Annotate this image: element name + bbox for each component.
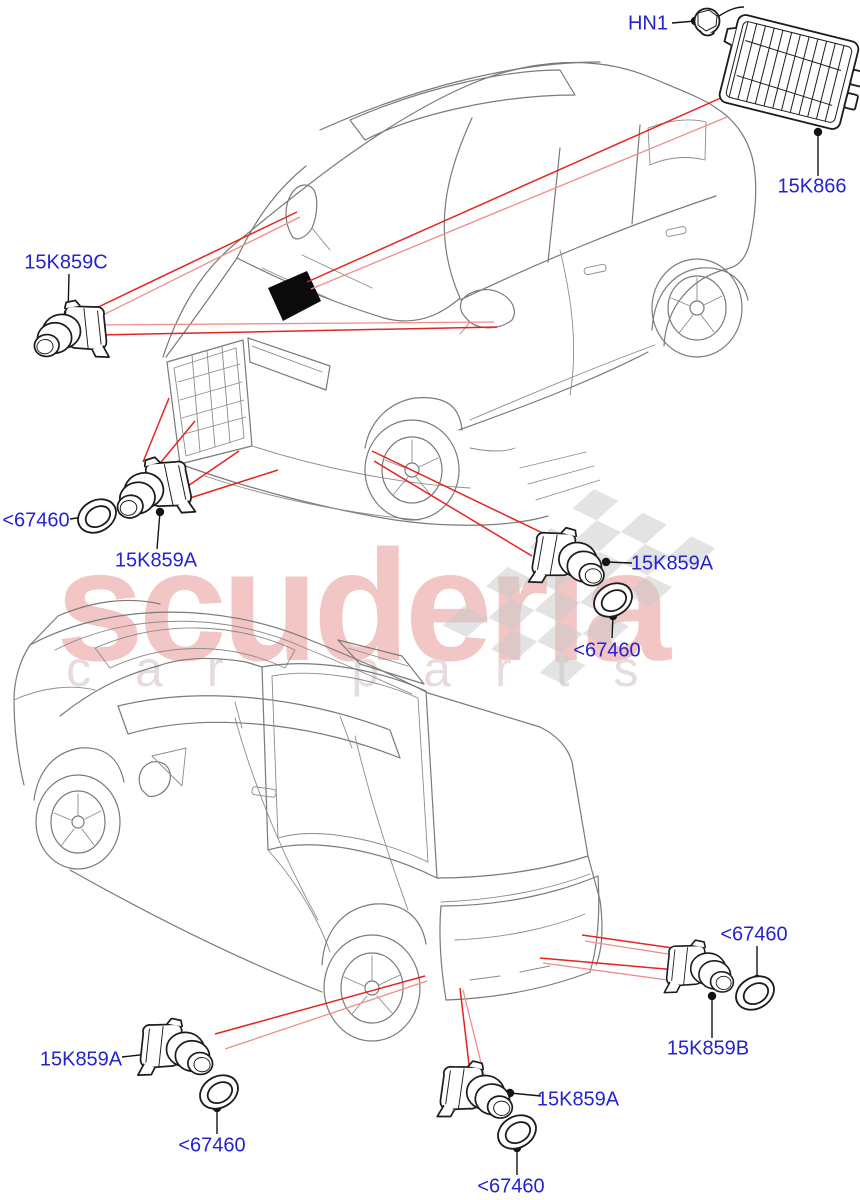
rear-right-sensor-15k859b-icon [663, 936, 739, 1001]
leader-line [156, 511, 161, 550]
red-locator-line [310, 116, 728, 290]
part-label-67460-front: <67460 [2, 509, 70, 532]
flag-cell [582, 614, 629, 646]
front-sensor-15k859a-icon [107, 450, 197, 529]
leader-dot [813, 127, 823, 137]
part-label-15k859a-rear-left: 15K859A [39, 1048, 123, 1071]
part-label-15k859a-mid: 15K859A [630, 552, 714, 575]
front-grommet-67460-icon [71, 491, 123, 541]
part-label-67460-mid: <67460 [573, 639, 641, 662]
red-locator-line [462, 989, 485, 1076]
part-label-67460-rear-mid: <67460 [477, 1175, 545, 1198]
flag-cell [488, 598, 535, 630]
flag-cell [626, 575, 673, 607]
part-label-67460-rear-right: <67460 [720, 923, 788, 946]
flag-cell [491, 629, 537, 661]
rear-left-sensor-15k859a-icon [137, 1014, 218, 1084]
red-locator-lines [91, 96, 728, 1076]
rear-right-grommet-67460-icon [729, 968, 781, 1018]
rear-left-grommet-67460-icon [193, 1067, 245, 1117]
part-label-15k859a-rear-mid: 15K859A [536, 1088, 620, 1111]
red-locator-line [581, 934, 688, 951]
flag-cell [534, 590, 581, 622]
red-locator-line [214, 975, 426, 1035]
part-label-67460-rear-left: <67460 [178, 1134, 246, 1157]
flag-cell [623, 543, 670, 576]
label-leader-lines [63, 16, 823, 1175]
front-car-drawing [162, 61, 757, 526]
flag-cell [669, 536, 716, 568]
part-icons [29, 7, 860, 1157]
side-sensor-15k859c-icon [29, 296, 110, 366]
red-locator-line [539, 957, 678, 971]
red-locator-line [189, 469, 279, 499]
part-label-15k866: 15K866 [777, 175, 847, 198]
flag-cell [572, 489, 619, 521]
flag-cell [442, 605, 489, 638]
red-locator-line [91, 211, 298, 311]
red-locator-line [306, 96, 724, 283]
red-locator-line [181, 450, 240, 491]
red-locator-line [459, 987, 471, 1074]
leader-dot [601, 557, 611, 567]
red-locator-line [97, 326, 498, 336]
red-locator-line [94, 321, 495, 326]
flag-cell [536, 621, 583, 654]
leader-line [509, 1092, 542, 1097]
red-locator-line [542, 962, 676, 982]
part-label-15k859a-front: 15K859A [114, 549, 198, 572]
flag-cell [485, 566, 532, 599]
hood-module-icon [268, 271, 321, 321]
nut-link-line [718, 6, 745, 17]
red-locator-line [96, 216, 301, 319]
leader-dot [155, 507, 165, 517]
flag-cell [620, 512, 667, 544]
red-locator-line [142, 397, 170, 463]
rear-car-drawing [13, 599, 603, 1042]
red-locator-line [371, 450, 554, 539]
part-label-hn1: HN1 [627, 12, 669, 35]
retainer-nut-icon [693, 7, 721, 37]
red-locator-line [373, 460, 533, 557]
flag-cell [539, 653, 586, 685]
leader-line [605, 561, 633, 564]
rear-mid-sensor-15k859a-icon [436, 1056, 519, 1128]
part-label-15k859c: 15K859C [24, 251, 108, 274]
part-label-15k859b: 15K859B [666, 1037, 750, 1060]
red-locator-line [224, 980, 428, 1050]
leader-dot [707, 991, 717, 1001]
ecu-module-icon [709, 10, 860, 135]
